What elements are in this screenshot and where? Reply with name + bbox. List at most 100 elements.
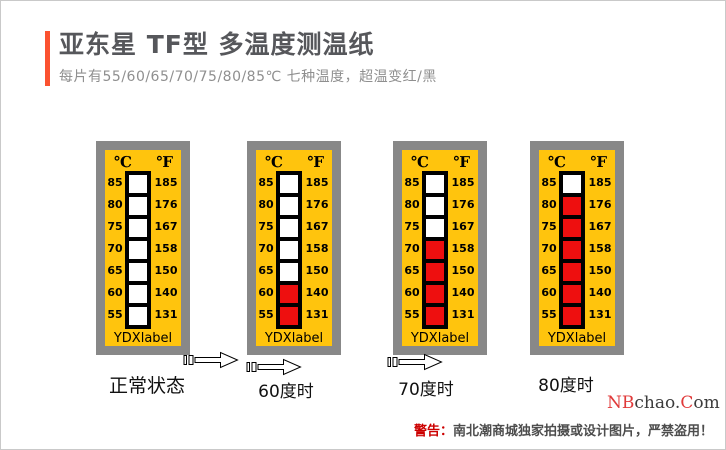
fahrenheit-value: 131 [451,307,475,321]
indicator-cell [276,193,302,215]
indicator-cell [276,259,302,281]
indicator-cell [559,215,585,237]
watermark: NBchao.Com [607,393,720,413]
celsius-symbol: ℃ [265,153,283,171]
indicator-cell [422,193,448,215]
title-accent-bar [45,31,50,86]
celsius-value: 60 [258,285,274,299]
celsius-value: 70 [258,241,274,255]
fahrenheit-value: 176 [588,197,612,211]
celsius-value: 55 [404,307,420,321]
indicator-cell [422,237,448,259]
strip-brand: YDXlabel [264,331,324,346]
strip-brand: YDXlabel [113,331,173,346]
transition-arrow-icon [387,352,444,376]
indicator-cell [559,259,585,281]
celsius-value: 85 [541,175,557,189]
indicator-cell [559,281,585,303]
celsius-value: 70 [541,241,557,255]
celsius-value: 75 [404,219,420,233]
celsius-value: 55 [258,307,274,321]
watermark-part: chao. [634,393,681,413]
fahrenheit-symbol: ℉ [156,153,173,171]
fahrenheit-value: 158 [305,241,329,255]
celsius-value: 70 [404,241,420,255]
celsius-value: 60 [107,285,123,299]
indicator-cell [559,171,585,193]
indicator-cell [276,215,302,237]
fahrenheit-value: 158 [451,241,475,255]
state-caption: 正常状态 [108,375,186,397]
fahrenheit-value: 158 [154,241,178,255]
indicator-cell [276,303,302,325]
fahrenheit-value: 185 [451,175,475,189]
celsius-value: 65 [258,263,274,277]
fahrenheit-value: 167 [451,219,475,233]
indicator-cell [125,303,151,325]
indicator-cell [422,281,448,303]
fahrenheit-symbol: ℉ [590,153,607,171]
state-caption: 60度时 [258,382,314,402]
fahrenheit-value: 140 [154,285,178,299]
fahrenheit-value: 185 [305,175,329,189]
ladder-cap [276,325,302,329]
fahrenheit-value: 176 [154,197,178,211]
transition-arrow-icon [183,350,240,374]
fahrenheit-value: 131 [588,307,612,321]
celsius-value: 85 [258,175,274,189]
celsius-value: 75 [541,219,557,233]
fahrenheit-value: 167 [588,219,612,233]
fahrenheit-value: 140 [451,285,475,299]
celsius-value: 70 [107,241,123,255]
fahrenheit-value: 131 [154,307,178,321]
strip-brand: YDXlabel [410,331,470,346]
transition-arrow-icon [246,357,303,381]
celsius-value: 85 [107,175,123,189]
celsius-value: 85 [404,175,420,189]
indicator-cell [276,171,302,193]
celsius-symbol: ℃ [114,153,132,171]
indicator-cell [125,171,151,193]
celsius-symbol: ℃ [411,153,429,171]
indicator-cell [125,281,151,303]
watermark-part: NB [607,393,635,413]
warning-prefix: 警告： [413,424,453,439]
indicator-cell [559,303,585,325]
ladder-cap [422,325,448,329]
fahrenheit-value: 131 [305,307,329,321]
indicator-cell [125,193,151,215]
celsius-value: 55 [541,307,557,321]
fahrenheit-value: 176 [451,197,475,211]
indicator-cell [276,237,302,259]
indicator-cell [125,259,151,281]
fahrenheit-value: 185 [154,175,178,189]
fahrenheit-value: 150 [154,263,178,277]
celsius-value: 60 [404,285,420,299]
fahrenheit-value: 176 [305,197,329,211]
celsius-value: 80 [258,197,274,211]
watermark-part: C [680,393,694,413]
warning-text: 南北潮商城独家拍摄或设计图片，严禁盗用！ [452,424,713,439]
fahrenheit-value: 185 [588,175,612,189]
celsius-value: 65 [107,263,123,277]
celsius-value: 60 [541,285,557,299]
fahrenheit-value: 158 [588,241,612,255]
fahrenheit-value: 167 [305,219,329,233]
ladder-cap [125,325,151,329]
celsius-value: 80 [541,197,557,211]
celsius-symbol: ℃ [548,153,566,171]
page-subtitle: 每片有55/60/65/70/75/80/85℃ 七种温度，超温变红/黑 [59,69,437,85]
celsius-value: 65 [541,263,557,277]
indicator-cell [276,281,302,303]
